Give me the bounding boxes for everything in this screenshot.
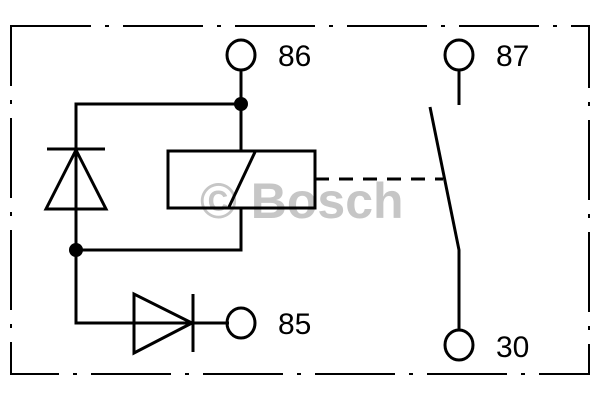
series-diode (132, 291, 196, 356)
terminal-87-label: 87 (496, 40, 529, 73)
terminal-86-circle (225, 38, 257, 72)
terminal-85-circle (225, 306, 257, 340)
terminal-87-circle (443, 38, 475, 72)
wire-coil-bottom (76, 208, 243, 252)
terminal-85-label: 85 (278, 308, 311, 341)
housing-border (10, 25, 590, 375)
suppression-diode (43, 146, 109, 211)
terminal-30-label: 30 (496, 331, 529, 364)
terminal-86-label: 86 (278, 40, 311, 73)
wire-left-loop (74, 102, 241, 325)
watermark: © Bosch (200, 173, 404, 229)
terminal-30-circle (443, 328, 475, 362)
switch-contact (428, 106, 461, 331)
